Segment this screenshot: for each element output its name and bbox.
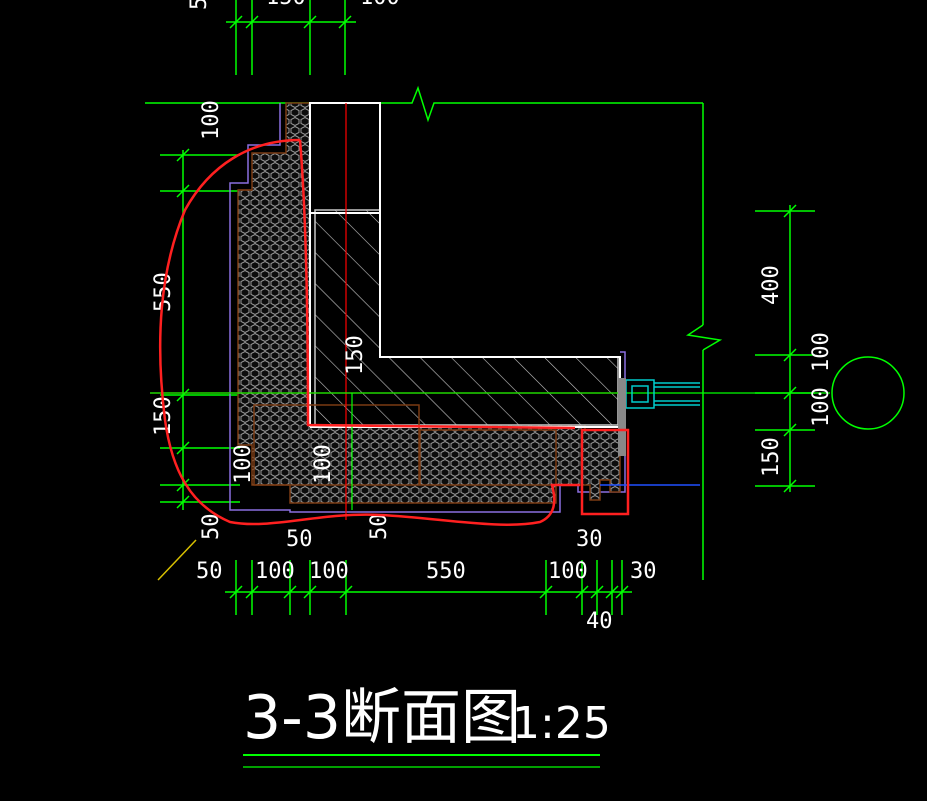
top-break-line	[145, 85, 723, 580]
drawing-scale: 1:25	[512, 698, 611, 749]
window-detail	[625, 379, 700, 409]
markup-inner-line	[298, 139, 576, 430]
bottom-dimension-lines	[225, 560, 632, 615]
insulation-layer	[237, 102, 621, 504]
bottom-dim-30: 30	[630, 559, 657, 584]
grid-bubble	[831, 356, 905, 430]
bottom-dim-40: 40	[586, 609, 613, 634]
top-dimension-lines	[226, 0, 356, 75]
inner-dim-150: 150	[343, 335, 368, 375]
markup-box	[580, 428, 630, 516]
inner-dim-30: 30	[576, 527, 603, 552]
top-dim-150: 150	[266, 0, 306, 10]
inner-dim-100: 100	[311, 444, 336, 484]
insulation-sub-boxes	[238, 189, 557, 486]
grey-strip	[618, 378, 626, 456]
drawing-title: 3-3断面图	[243, 683, 521, 753]
bottom-dim-100b: 100	[309, 559, 349, 584]
markup-outline	[158, 138, 580, 526]
top-dim-50: 50	[187, 0, 212, 10]
right-dim-400: 400	[759, 265, 784, 305]
bottom-dim-100c: 100	[548, 559, 588, 584]
bottom-dim-50: 50	[196, 559, 223, 584]
inner-dim-50-horizontal: 50	[286, 527, 313, 552]
leader-line	[157, 539, 197, 581]
right-dim-100a: 100	[809, 332, 834, 372]
right-dim-150: 150	[759, 437, 784, 477]
right-dimension-lines	[755, 204, 815, 493]
bottom-dim-550: 550	[426, 559, 466, 584]
left-dim-100: 100	[199, 100, 224, 140]
bottom-dim-100a: 100	[255, 559, 295, 584]
top-dim-100: 100	[360, 0, 400, 10]
right-dim-100b: 100	[809, 387, 834, 427]
inner-dim-50: 50	[367, 514, 392, 541]
